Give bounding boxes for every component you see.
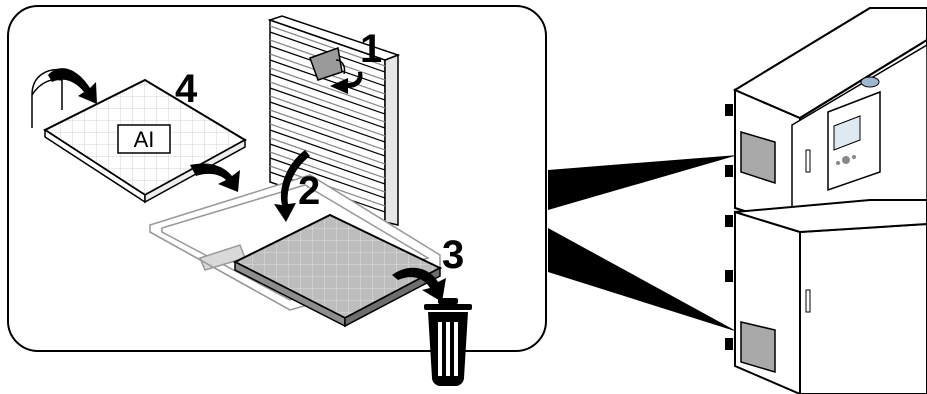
analyzer-cabinet (725, 8, 927, 394)
step-number-4: 4 (175, 67, 198, 111)
step-number-1: 1 (360, 27, 382, 71)
step-number-2: 2 (298, 169, 320, 213)
step-number-3: 3 (442, 233, 464, 277)
callout-wedge-lower (548, 228, 738, 332)
logo-icon (861, 77, 879, 87)
callout-wedge-upper (548, 155, 738, 210)
filter-label: AI (134, 127, 155, 152)
